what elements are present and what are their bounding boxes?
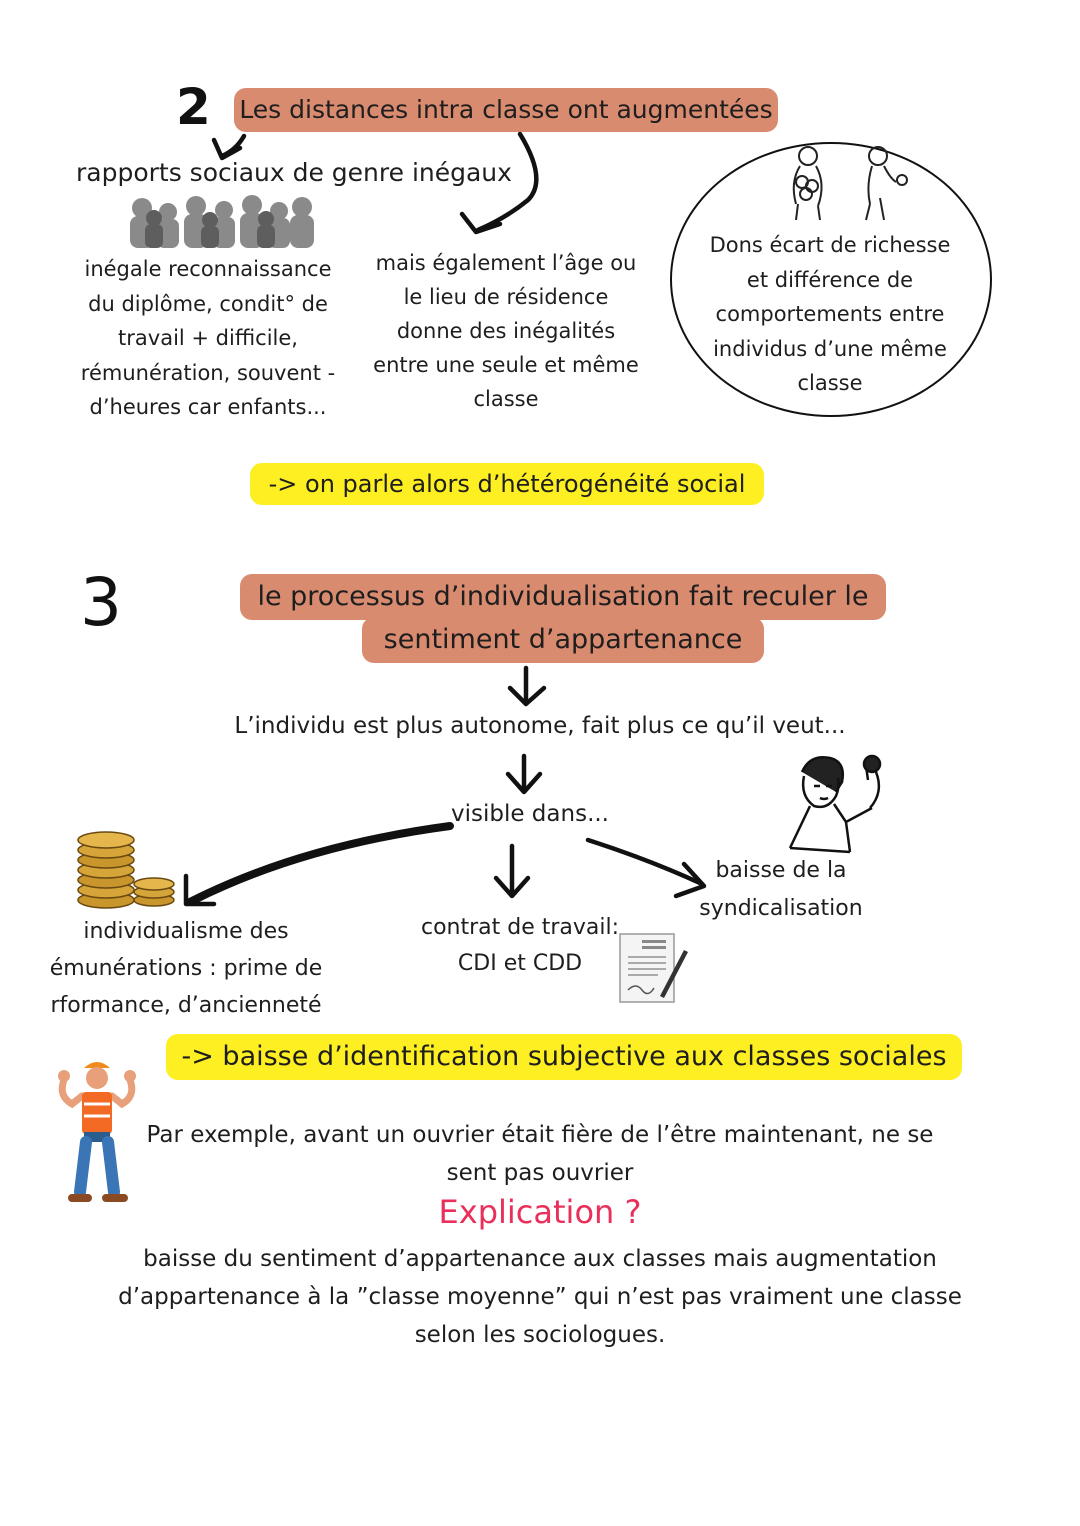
gender-text-line: travail + difficile, [118,326,298,350]
example-text-line: Par exemple, avant un ouvrier était fièr… [146,1122,934,1148]
contract-document-icon [614,926,694,1006]
arrow-to-remuneration [186,822,454,906]
age-text-line: mais également l’âge ou [375,251,637,275]
arrow-to-contract-head [493,875,531,899]
explication-text: baisse du sentiment d’appartenance aux c… [60,1240,1020,1354]
section-3-number: 3 [80,564,122,641]
visible-in-text: visible dans... [450,801,609,827]
gender-text-line: du diplôme, condit° de [88,291,328,316]
crowd-silhouettes-image [124,194,316,248]
union-text-line: syndicalisation [699,896,863,921]
contract-text-line: contrat de travail: [420,915,620,940]
autonomy-text: L’individu est plus autonome, fait plus … [234,713,846,739]
wealth-text-line: classe [797,371,863,395]
wealth-gap-text: Dons écart de richesse et différence de … [690,228,970,401]
rich-poor-people-sketch [780,142,930,222]
wealth-text-line: Dons écart de richesse [709,233,951,257]
gender-inequality-text: inégale reconnaissance du diplôme, condi… [60,252,356,425]
arrow-to-age-head [459,211,503,235]
explication-heading: Explication ? [438,1193,642,1231]
arrow-to-remuneration-head [183,873,217,907]
gender-heading: rapports sociaux de genre inégaux [76,158,512,187]
explication-text-line: d’appartenance à la ”classe moyenne” qui… [118,1284,962,1310]
age-text-line: classe [473,387,539,411]
worker-illustration [54,1056,140,1206]
arrow-down-1-head [507,685,547,707]
example-text-line: sent pas ouvrier [446,1160,634,1186]
section-3-title-line-1: le processus d’individualisation fait re… [240,574,886,620]
age-text-line: entre une seule et même [373,353,639,377]
wealth-text-line: comportements entre [715,302,945,326]
wealth-gap-circle [670,142,992,417]
protester-sketch-image [780,752,900,858]
gender-text-line: rémunération, souvent - [80,360,336,385]
arrow-to-gender-head [211,137,243,161]
arrow-to-gender [219,133,247,159]
gender-text-line: d’heures car enfants... [89,395,327,419]
remuneration-text-line: émunérations : prime de [49,956,323,981]
section-3-title-line-2: sentiment d’appartenance [362,617,764,663]
worker-example-text: Par exemple, avant un ouvrier était fièr… [120,1116,960,1192]
section-2-title: Les distances intra classe ont augmentée… [234,88,778,132]
contract-text-line: CDI et CDD [457,951,583,976]
arrow-to-union [585,837,705,887]
wealth-text-line: et différence de [746,267,914,292]
wealth-text-line: individus d’une même [713,336,947,361]
arrow-down-2-head [505,771,543,795]
explication-text-line: selon les sociologues. [414,1322,666,1348]
explication-text-line: baisse du sentiment d’appartenance aux c… [143,1246,937,1272]
age-text-line: le lieu de résidence [403,285,609,309]
coins-stack-image [74,830,178,910]
remuneration-text-line: individualisme des [83,919,289,944]
remuneration-individualism-text: individualisme des émunérations : prime … [36,913,336,1024]
work-contract-text: contrat de travail: CDI et CDD [398,910,642,982]
age-text-line: donne des inégalités [396,319,616,343]
union-text-line: baisse de la [715,858,847,883]
section-2-number: 2 [176,78,211,136]
remuneration-text-line: rformance, d’ancienneté [50,993,322,1018]
identification-conclusion: -> baisse d’identification subjective au… [166,1034,962,1080]
heterogeneity-conclusion: -> on parle alors d’hétérogénéité social [250,463,764,505]
unionization-text: baisse de la syndicalisation [688,852,874,928]
age-residence-text: mais également l’âge ou le lieu de résid… [364,246,648,416]
gender-text-line: inégale reconnaissance [84,257,332,281]
